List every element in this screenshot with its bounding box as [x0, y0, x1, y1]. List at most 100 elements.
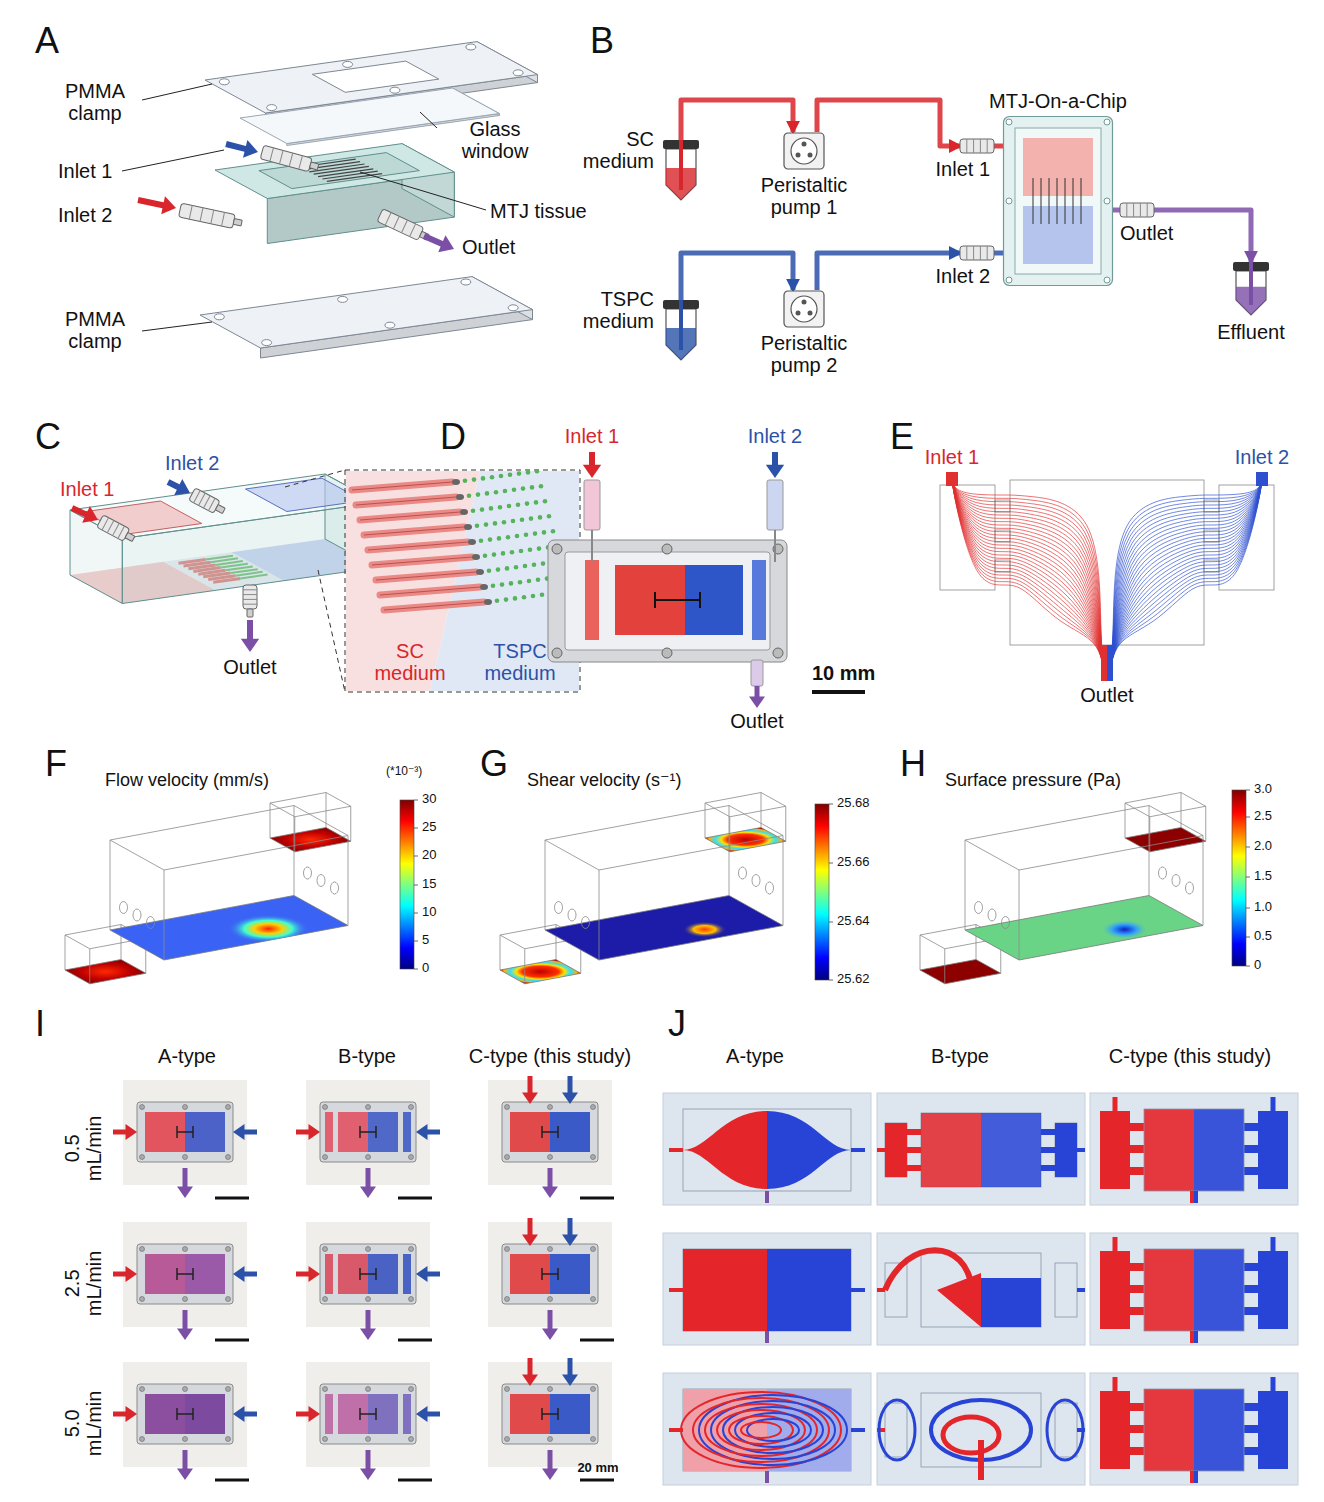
connector-ridge: [107, 520, 114, 532]
screw-hole: [461, 279, 471, 285]
arrow-shaft: [113, 1272, 127, 1277]
tissue-mark: [557, 1126, 559, 1138]
screw: [1006, 277, 1012, 283]
muscle-fiber: [352, 482, 452, 490]
channel-flow: [1244, 1447, 1258, 1455]
screw: [505, 1247, 510, 1252]
streamline: [952, 472, 1105, 680]
tendon-cell: [522, 595, 527, 600]
outlet-stem: [765, 1191, 769, 1203]
screw: [183, 1105, 188, 1110]
streamline-plot: [940, 472, 1274, 681]
tendon-cell: [496, 567, 501, 572]
streamline: [1109, 472, 1262, 680]
arrow-head: [416, 1406, 428, 1422]
floor-field: [65, 960, 146, 984]
screw-hole: [466, 44, 476, 50]
channel-port: [568, 909, 576, 921]
connector-ridge: [204, 496, 211, 508]
leader-line: [142, 84, 212, 100]
column-header: B-type: [855, 1045, 1065, 1067]
connector-body: [260, 145, 312, 171]
streamline-result: [1090, 1093, 1298, 1205]
leader-line: [420, 112, 437, 128]
inlet-connector: Inlet 1: [960, 138, 994, 154]
panel-letter: J: [668, 1005, 686, 1043]
tissue-fiber: [1065, 178, 1066, 224]
arrow-head: [126, 1266, 138, 1282]
part-label: Outlet: [717, 710, 797, 732]
screw: [662, 648, 672, 658]
chamber-flow: [1144, 1389, 1194, 1471]
streamline: [952, 472, 1105, 680]
connector-ridge: [1133, 203, 1134, 217]
connector-body: [960, 139, 994, 153]
tissue-mark: [360, 1131, 376, 1133]
screw: [409, 1437, 414, 1442]
part-label: PMMA clamp: [50, 80, 140, 125]
arrow-shaft: [72, 508, 87, 515]
part-label: Glass window: [445, 118, 545, 163]
tendon-cell: [475, 524, 480, 529]
arrow-head: [522, 1375, 538, 1387]
muscle-fiber: [380, 587, 480, 595]
floor-field: [500, 960, 581, 984]
screw: [1104, 198, 1110, 204]
arrow-shaft: [226, 144, 246, 149]
needle: [591, 530, 593, 562]
box-edge: [1205, 806, 1206, 841]
flow-loop: [943, 1417, 999, 1453]
connector-tip: [247, 609, 253, 617]
channel-flow: [907, 1165, 921, 1171]
tendon-cell: [533, 531, 538, 536]
screw: [140, 1387, 145, 1392]
flow-region: [937, 1273, 981, 1327]
tendon-cell: [505, 566, 510, 571]
pump-roller: [808, 311, 813, 316]
screw: [323, 1437, 328, 1442]
connector-ridge: [980, 139, 981, 153]
box-edge: [729, 817, 730, 852]
streamline: [1109, 472, 1262, 680]
tendon-cell: [489, 506, 494, 511]
chip-body: [565, 552, 770, 650]
streamline: [1109, 472, 1262, 680]
tissue-mark: [192, 1268, 194, 1280]
pump-roller: [796, 311, 801, 316]
channel-port: [331, 882, 339, 894]
chip-body: [215, 144, 454, 244]
muscle-fiber: [376, 572, 476, 580]
tendon-cell: [526, 470, 531, 475]
screw-hole: [267, 105, 277, 111]
scale-bar: [580, 1197, 614, 1200]
node-label: SC medium: [574, 128, 654, 173]
screw: [140, 1247, 145, 1252]
swirl-line: [681, 1392, 841, 1468]
arrow-shaft: [528, 1358, 533, 1376]
tendon-cell: [491, 584, 496, 589]
tendon-cell: [540, 593, 545, 598]
panel-letter: D: [440, 418, 466, 456]
connector-ridge: [211, 210, 214, 224]
streamline: [952, 472, 1105, 680]
chip-top-face: [70, 474, 377, 539]
tendon-cell: [542, 530, 547, 535]
chamber-flow: [1194, 1389, 1244, 1471]
screw: [323, 1297, 328, 1302]
pump-rotor: [791, 138, 817, 164]
connector-ridge: [243, 589, 257, 590]
block-outline: [1055, 1263, 1077, 1317]
channel-flow: [1244, 1123, 1258, 1131]
scale-bar: [812, 690, 865, 694]
color-bar-tick: [414, 941, 418, 942]
color-bar-tick: [414, 856, 418, 857]
color-bar-value: 1.0: [1254, 900, 1272, 915]
tendon-cell: [535, 469, 540, 474]
arrow-head: [174, 479, 190, 495]
box-edge: [729, 806, 783, 836]
simulation-background: [663, 1373, 871, 1485]
screw: [548, 1247, 553, 1252]
tendon-cell: [480, 507, 485, 512]
tubing: [817, 100, 960, 146]
tissue-mark: [360, 1413, 376, 1415]
